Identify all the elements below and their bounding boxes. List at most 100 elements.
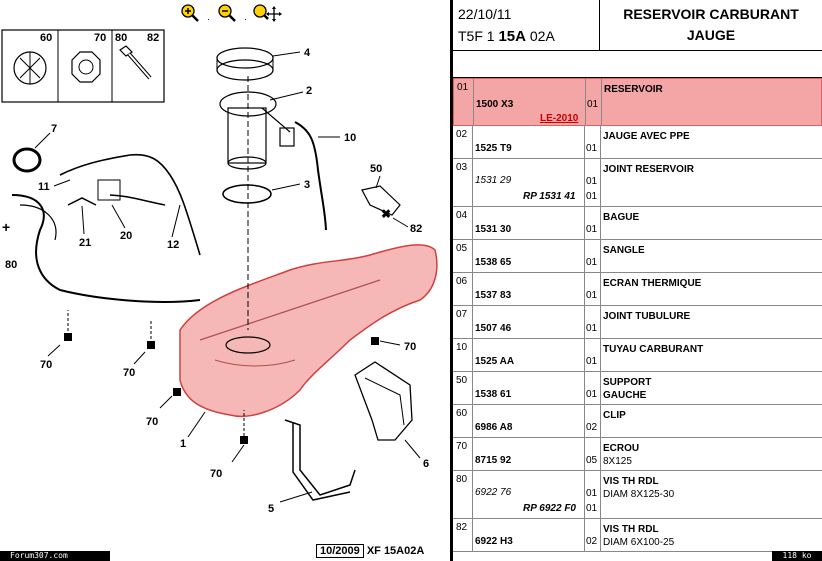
svg-text:50: 50	[370, 163, 382, 175]
svg-text:10: 10	[344, 132, 356, 144]
svg-text:82: 82	[410, 223, 422, 235]
svg-text:70: 70	[146, 416, 158, 428]
file-size: 118 ko	[772, 551, 822, 561]
quantity: 01	[586, 224, 598, 235]
quantity: 01	[586, 257, 598, 268]
part-description: SANGLE	[603, 245, 645, 256]
part-reference[interactable]: 1538 65	[475, 257, 512, 268]
zoom-in-icon[interactable]	[178, 2, 202, 24]
pump-part	[219, 91, 295, 170]
row-number: 04	[456, 210, 468, 221]
svg-text:1: 1	[180, 438, 186, 450]
watermark-label: Forum307.com	[0, 551, 110, 561]
pan-icon[interactable]	[252, 2, 282, 24]
svg-text:+: +	[2, 219, 10, 235]
fuel-tank-highlight[interactable]	[179, 244, 438, 417]
header-date: 22/10/11	[458, 6, 512, 22]
row-number: 03	[456, 162, 468, 173]
part-reference[interactable]: 1531 29	[475, 175, 512, 186]
svg-text:11: 11	[38, 181, 50, 193]
exploded-view-drawing: 60 70 80 82 4 2 10 3 7	[1, 29, 438, 515]
toolbar	[178, 2, 282, 24]
part-reference[interactable]: 6922 76	[475, 487, 512, 498]
quantity: 05	[586, 455, 598, 466]
svg-text:3: 3	[304, 179, 310, 191]
part-description: SUPPORT	[603, 377, 652, 388]
replacement-reference[interactable]: RP 6922 F0	[523, 503, 576, 514]
parts-diagram: 60 70 80 82 4 2 10 3 7	[0, 2, 438, 561]
part-reference[interactable]: 1537 83	[475, 290, 512, 301]
quantity: 01	[587, 99, 599, 110]
ring-part	[216, 47, 274, 81]
svg-text:2: 2	[306, 85, 312, 97]
part-description: JAUGE AVEC PPE	[603, 131, 690, 142]
part-description-detail: DIAM 8X125-30	[603, 489, 675, 500]
quantity: 01	[586, 176, 598, 187]
callout-82: 82	[147, 32, 159, 44]
revision-link[interactable]: LE-2010	[540, 113, 579, 124]
part-reference[interactable]: 1525 T9	[475, 143, 512, 154]
row-number: 82	[456, 522, 468, 533]
svg-text:80: 80	[5, 259, 17, 271]
replacement-reference[interactable]: RP 1531 41	[523, 191, 576, 202]
row-number: 01	[457, 82, 469, 93]
table-row[interactable]: 05 1538 65 01 SANGLE	[453, 240, 822, 273]
svg-text:5: 5	[268, 503, 274, 515]
svg-text:4: 4	[304, 47, 311, 59]
row-number: 02	[456, 129, 468, 140]
part-reference[interactable]: 1531 30	[475, 224, 512, 235]
svg-text:6: 6	[423, 458, 429, 470]
svg-text:12: 12	[167, 239, 179, 251]
part-reference[interactable]: 6986 A8	[475, 422, 513, 433]
row-number: 60	[456, 408, 468, 419]
table-row[interactable]: 82 6922 H3 02 VIS TH RDL DIAM 6X100-25	[453, 519, 822, 552]
quantity: 02	[586, 422, 598, 433]
svg-text:✖: ✖	[381, 207, 391, 221]
table-row[interactable]: 04 1531 30 01 BAGUE	[453, 207, 822, 240]
row-number: 05	[456, 243, 468, 254]
svg-text:70: 70	[210, 468, 222, 480]
part-description-detail: 8X125	[603, 456, 632, 467]
zoom-out-icon[interactable]	[215, 2, 239, 24]
nut-markers	[64, 333, 379, 444]
part-description: VIS TH RDL	[603, 524, 659, 535]
part-description: JOINT TUBULURE	[603, 311, 691, 322]
quantity: 01	[586, 323, 598, 334]
part-description: RESERVOIR	[604, 84, 663, 95]
part-reference[interactable]: 1525 AA	[475, 356, 515, 367]
part-reference[interactable]: 1500 X3	[476, 99, 514, 110]
svg-text:20: 20	[120, 230, 132, 242]
table-row[interactable]: 70 8715 92 05 ECROU 8X125	[453, 438, 822, 471]
toolbar-separator	[208, 7, 209, 20]
row-number: 07	[456, 309, 468, 320]
quantity: 01	[586, 503, 598, 514]
part-description-detail: DIAM 6X100-25	[603, 537, 675, 548]
callout-70: 70	[94, 32, 106, 44]
part-reference[interactable]: 1538 61	[475, 389, 512, 400]
svg-text:21: 21	[79, 237, 91, 249]
part-description: ECROU	[603, 443, 640, 454]
row-number: 06	[456, 276, 468, 287]
table-row[interactable]: 01 1500 X3 LE-2010 01 RESERVOIR	[453, 78, 822, 126]
quantity: 01	[586, 389, 598, 400]
part-description: BAGUE	[603, 212, 640, 223]
quantity: 02	[586, 536, 598, 547]
row-number: 70	[456, 441, 468, 452]
part-reference[interactable]: 8715 92	[475, 455, 512, 466]
table-row[interactable]: 07 1507 46 01 JOINT TUBULURE	[453, 306, 822, 339]
part-reference[interactable]: 1507 46	[475, 323, 512, 334]
row-number: 10	[456, 342, 468, 353]
callout-60: 60	[40, 32, 52, 44]
header-spacer	[453, 50, 822, 78]
part-reference[interactable]: 6922 H3	[475, 536, 513, 547]
table-row[interactable]: 02 1525 T9 01 JAUGE AVEC PPE	[453, 126, 822, 159]
quantity: 01	[586, 143, 598, 154]
quantity: 01	[586, 356, 598, 367]
svg-text:7: 7	[51, 123, 57, 135]
